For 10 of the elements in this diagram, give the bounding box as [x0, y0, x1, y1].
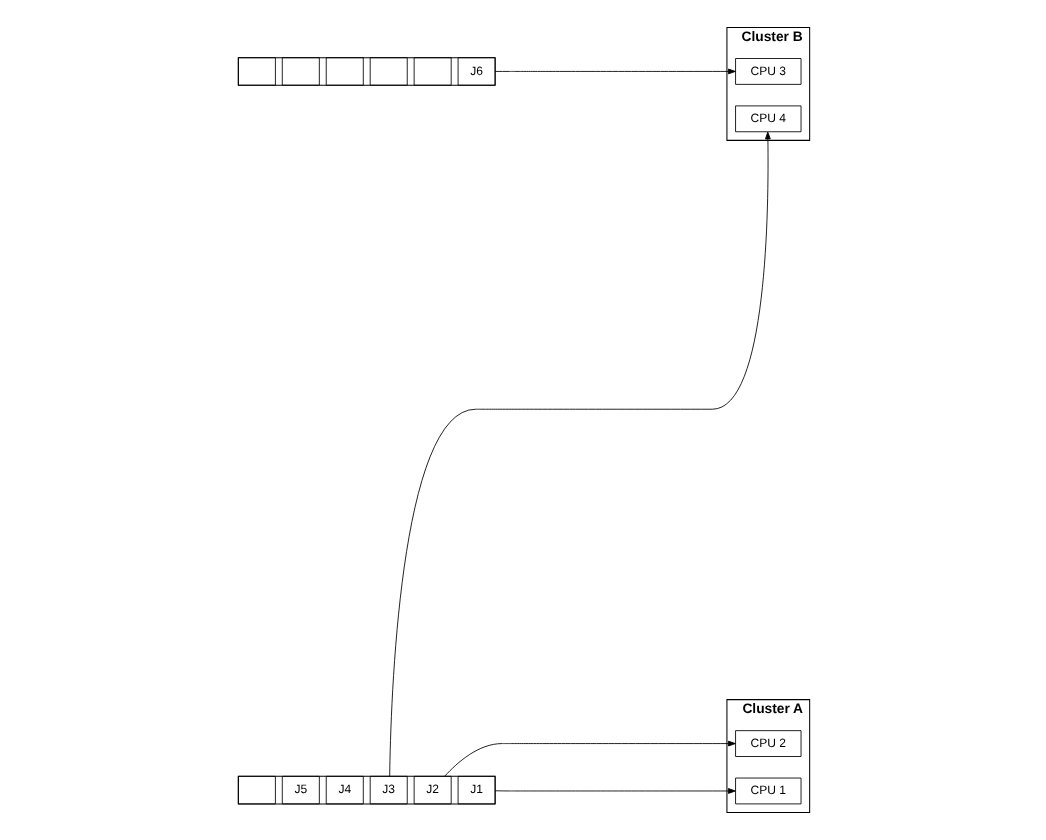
node-box — [280, 57, 319, 86]
node-box — [368, 57, 407, 86]
arrow — [493, 68, 735, 75]
node-box — [236, 775, 275, 805]
node-box — [412, 57, 451, 86]
arrow — [388, 131, 770, 777]
node-box — [236, 57, 275, 86]
node-box — [324, 57, 363, 86]
arrow — [443, 740, 735, 777]
arrow — [493, 788, 735, 794]
